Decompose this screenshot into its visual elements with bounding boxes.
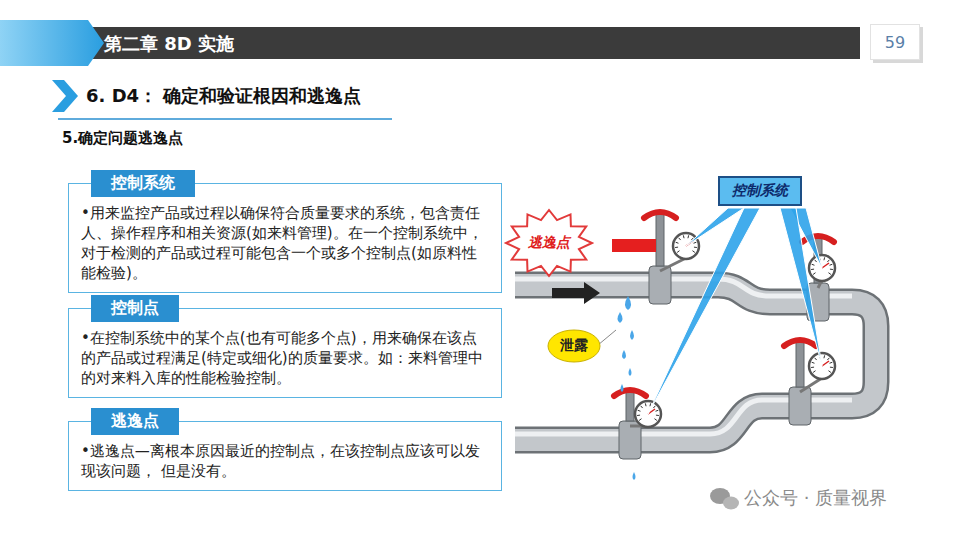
definition-panel: 控制点•在控制系统中的某个点(也有可能多个点)，用来确保在该点的产品或过程满足(… xyxy=(68,308,502,398)
panel-body: •在控制系统中的某个点(也有可能多个点)，用来确保在该点的产品或过程满足(特定或… xyxy=(81,329,491,389)
definition-panel: 控制系统•用来监控产品或过程以确保符合质量要求的系统，包含责任人、操作程序和相关… xyxy=(68,183,502,293)
black-arrow xyxy=(552,282,600,304)
header-band-text: 第二章 8D 实施 xyxy=(104,32,234,56)
title-chevron xyxy=(52,80,78,112)
slide-title: 6. D4： 确定和验证根因和逃逸点 xyxy=(86,84,361,108)
panel-body: •用来监控产品或过程以确保符合质量要求的系统，包含责任人、操作程序和相关资源(如… xyxy=(81,204,491,284)
panel-body: •逃逸点—离根本原因最近的控制点，在该控制点应该可以发现该问题， 但是没有。 xyxy=(81,442,491,482)
control-beam xyxy=(780,208,822,366)
escape-point-burst: 逃逸点 xyxy=(506,210,592,276)
header-band: 第二章 8D 实施 xyxy=(104,30,404,57)
leak-bubble: 泄露 xyxy=(548,330,600,362)
header-bar xyxy=(85,27,860,59)
panel-heading: 控制点 xyxy=(91,295,179,322)
definition-panel: 逃逸点•逃逸点—离根本原因最近的控制点，在该控制点应该可以发现该问题， 但是没有… xyxy=(68,421,502,491)
panel-heading: 控制系统 xyxy=(91,170,195,197)
watermark: 公众号 · 质量视界 xyxy=(744,486,887,510)
control-beam xyxy=(648,208,760,414)
leak-bubble-text: 泄露 xyxy=(560,337,588,355)
watermark-icon xyxy=(710,488,739,510)
page-number-box: 59 xyxy=(870,24,920,60)
panel-heading: 逃逸点 xyxy=(91,408,179,435)
escape-point-burst-text: 逃逸点 xyxy=(528,234,570,252)
page-number-box-text: 59 xyxy=(885,33,905,52)
section-heading: 5.确定问题逃逸点 xyxy=(62,129,183,148)
water-drops xyxy=(618,296,636,480)
leak-leader xyxy=(598,330,616,345)
title-underline xyxy=(58,118,392,120)
valve xyxy=(644,212,699,304)
valve xyxy=(784,340,835,425)
control-system-box: 控制系统 xyxy=(718,176,802,206)
red-marker xyxy=(612,239,656,252)
control-system-box-text: 控制系统 xyxy=(732,182,788,200)
header-arrow xyxy=(0,20,104,66)
